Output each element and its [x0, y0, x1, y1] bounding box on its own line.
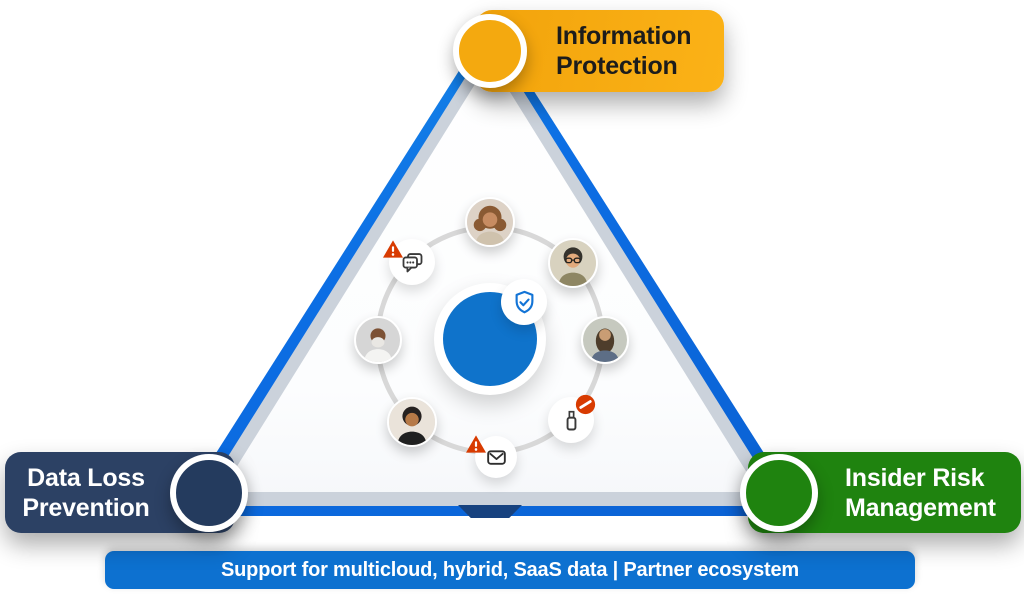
- node-label-line: Management: [845, 493, 996, 522]
- warning-triangle-icon: [466, 435, 486, 453]
- usb-blocked-chip: [548, 394, 596, 443]
- node-label-line: Prevention: [22, 493, 150, 522]
- avatar-man-long-beard: [581, 316, 629, 364]
- chat-alert-chip: [383, 239, 435, 285]
- node-label-line: Data Loss: [27, 463, 145, 492]
- node-circle-data-loss-prevention: [170, 454, 248, 532]
- mail-alert-chip: [466, 435, 517, 478]
- avatar-woman-curly-hair: [465, 197, 515, 247]
- chat-messages-icon: [402, 252, 422, 272]
- warning-triangle-icon: [383, 240, 403, 258]
- node-label-line: Insider Risk: [845, 463, 985, 492]
- envelope-icon: [486, 449, 506, 465]
- node-circle-insider-risk-management: [740, 454, 818, 532]
- avatar-man-glasses: [548, 238, 598, 288]
- blocked-circle-icon: [575, 394, 596, 415]
- shield-check-icon: [515, 290, 533, 313]
- node-label-line: Information: [556, 22, 692, 50]
- avatar-woman-short-hair: [387, 397, 437, 447]
- node-circle-information-protection: [453, 14, 527, 88]
- triangle-bottom-notch: [458, 505, 522, 518]
- usb-drive-icon: [566, 410, 576, 430]
- shield-check-badge: [501, 279, 547, 325]
- node-label-line: Protection: [556, 52, 678, 80]
- support-banner: Support for multicloud, hybrid, SaaS dat…: [105, 551, 915, 589]
- avatar-man-white-beard: [354, 316, 402, 364]
